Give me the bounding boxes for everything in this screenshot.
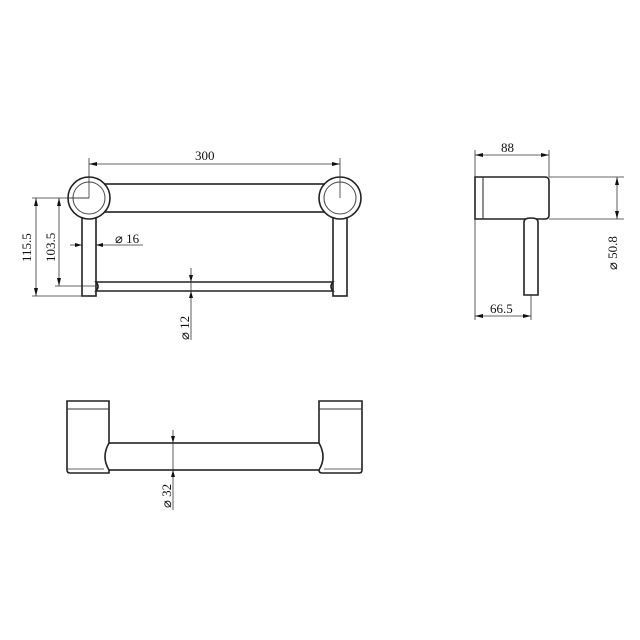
side-post (523, 217, 539, 296)
dimension-height-outer: 115.5 (19, 197, 89, 297)
dimension-mount-diameter: ⌀ 50.8 (549, 176, 624, 270)
label-height-inner: 103.5 (43, 233, 58, 262)
label-rail-diameter: ⌀ 12 (177, 316, 192, 340)
label-post-diameter: ⌀ 16 (115, 231, 140, 246)
label-bar-diameter: ⌀ 32 (159, 484, 174, 508)
mount-body (474, 176, 550, 220)
dimension-post-diameter: ⌀ 16 (70, 231, 143, 247)
dimension-rail-diameter: ⌀ 12 (177, 268, 193, 340)
dimension-depth: 88 (474, 140, 550, 177)
top-bar (99, 183, 341, 213)
dimension-bar-diameter: ⌀ 32 (159, 430, 175, 510)
dimension-post-offset: 66.5 (474, 219, 532, 320)
label-height-outer: 115.5 (19, 233, 34, 262)
label-post-offset: 66.5 (490, 301, 513, 316)
top-view: ⌀ 32 (66, 400, 363, 510)
dimension-height-inner: 103.5 (43, 198, 96, 287)
dimension-overall-width: 300 (67, 148, 341, 199)
side-view: 88 ⌀ 50.8 66.5 (474, 140, 624, 320)
label-overall-width: 300 (195, 148, 215, 163)
top-view-bar (99, 442, 331, 471)
lower-rail (94, 281, 335, 292)
top-view-right-mount (318, 400, 363, 474)
label-mount-diameter: ⌀ 50.8 (605, 236, 620, 270)
top-view-left-mount (66, 400, 110, 474)
front-view: 300 115.5 103.5 ⌀ 16 (19, 148, 362, 340)
label-depth: 88 (501, 140, 514, 155)
